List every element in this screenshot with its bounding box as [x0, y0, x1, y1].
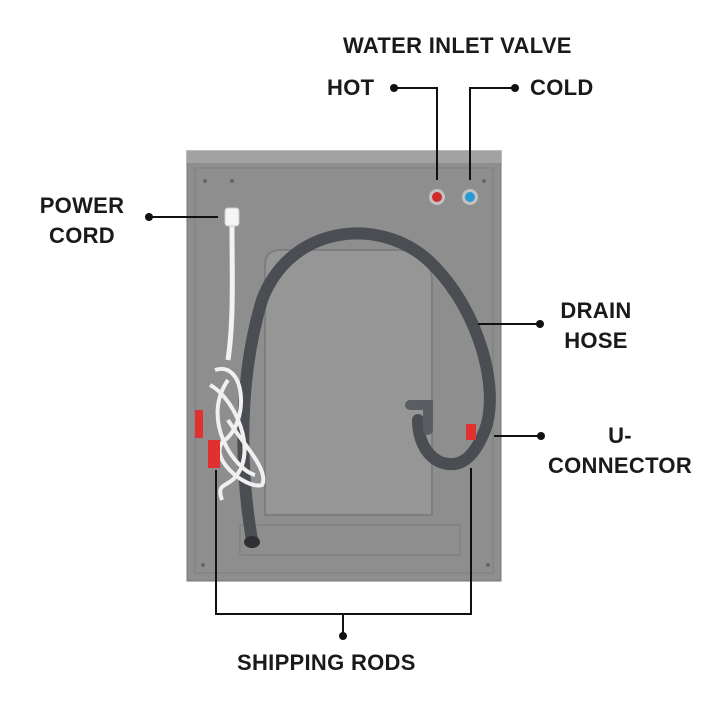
u-connector-label-line2: CONNECTOR [547, 453, 693, 478]
shipping-rod-tag-left-upper [195, 410, 203, 438]
leader-lines [149, 87, 541, 636]
leader-dots [145, 84, 545, 640]
power-cord-label-line1: POWER [39, 193, 125, 218]
coiled-cord-icon [208, 366, 266, 501]
hose-end-icon [244, 536, 260, 548]
hot-valve-icon [429, 189, 445, 205]
water-inlet-valve-title: WATER INLET VALVE [343, 33, 572, 58]
shipping-rods-label: SHIPPING RODS [237, 650, 416, 675]
drain-hose-label-line2: HOSE [564, 328, 628, 353]
u-connector-label-line1: U- [608, 423, 632, 448]
power-cord [225, 215, 235, 361]
u-connector-icon [405, 400, 433, 435]
hot-label: HOT [327, 75, 375, 100]
drain-hose [237, 227, 496, 546]
power-cord-label-line2: CORD [49, 223, 115, 248]
shipping-rod-tag-right [466, 424, 476, 440]
u-connector-label: U- CONNECTOR [534, 421, 706, 481]
power-plug-icon [224, 207, 240, 227]
cold-valve-icon [462, 189, 478, 205]
cold-label: COLD [530, 75, 594, 100]
shipping-rod-tag-left-lower [208, 440, 220, 468]
drain-hose-label: DRAIN HOSE [548, 296, 644, 356]
power-cord-label: POWER CORD [30, 191, 134, 251]
drain-hose-label-line1: DRAIN [560, 298, 632, 323]
